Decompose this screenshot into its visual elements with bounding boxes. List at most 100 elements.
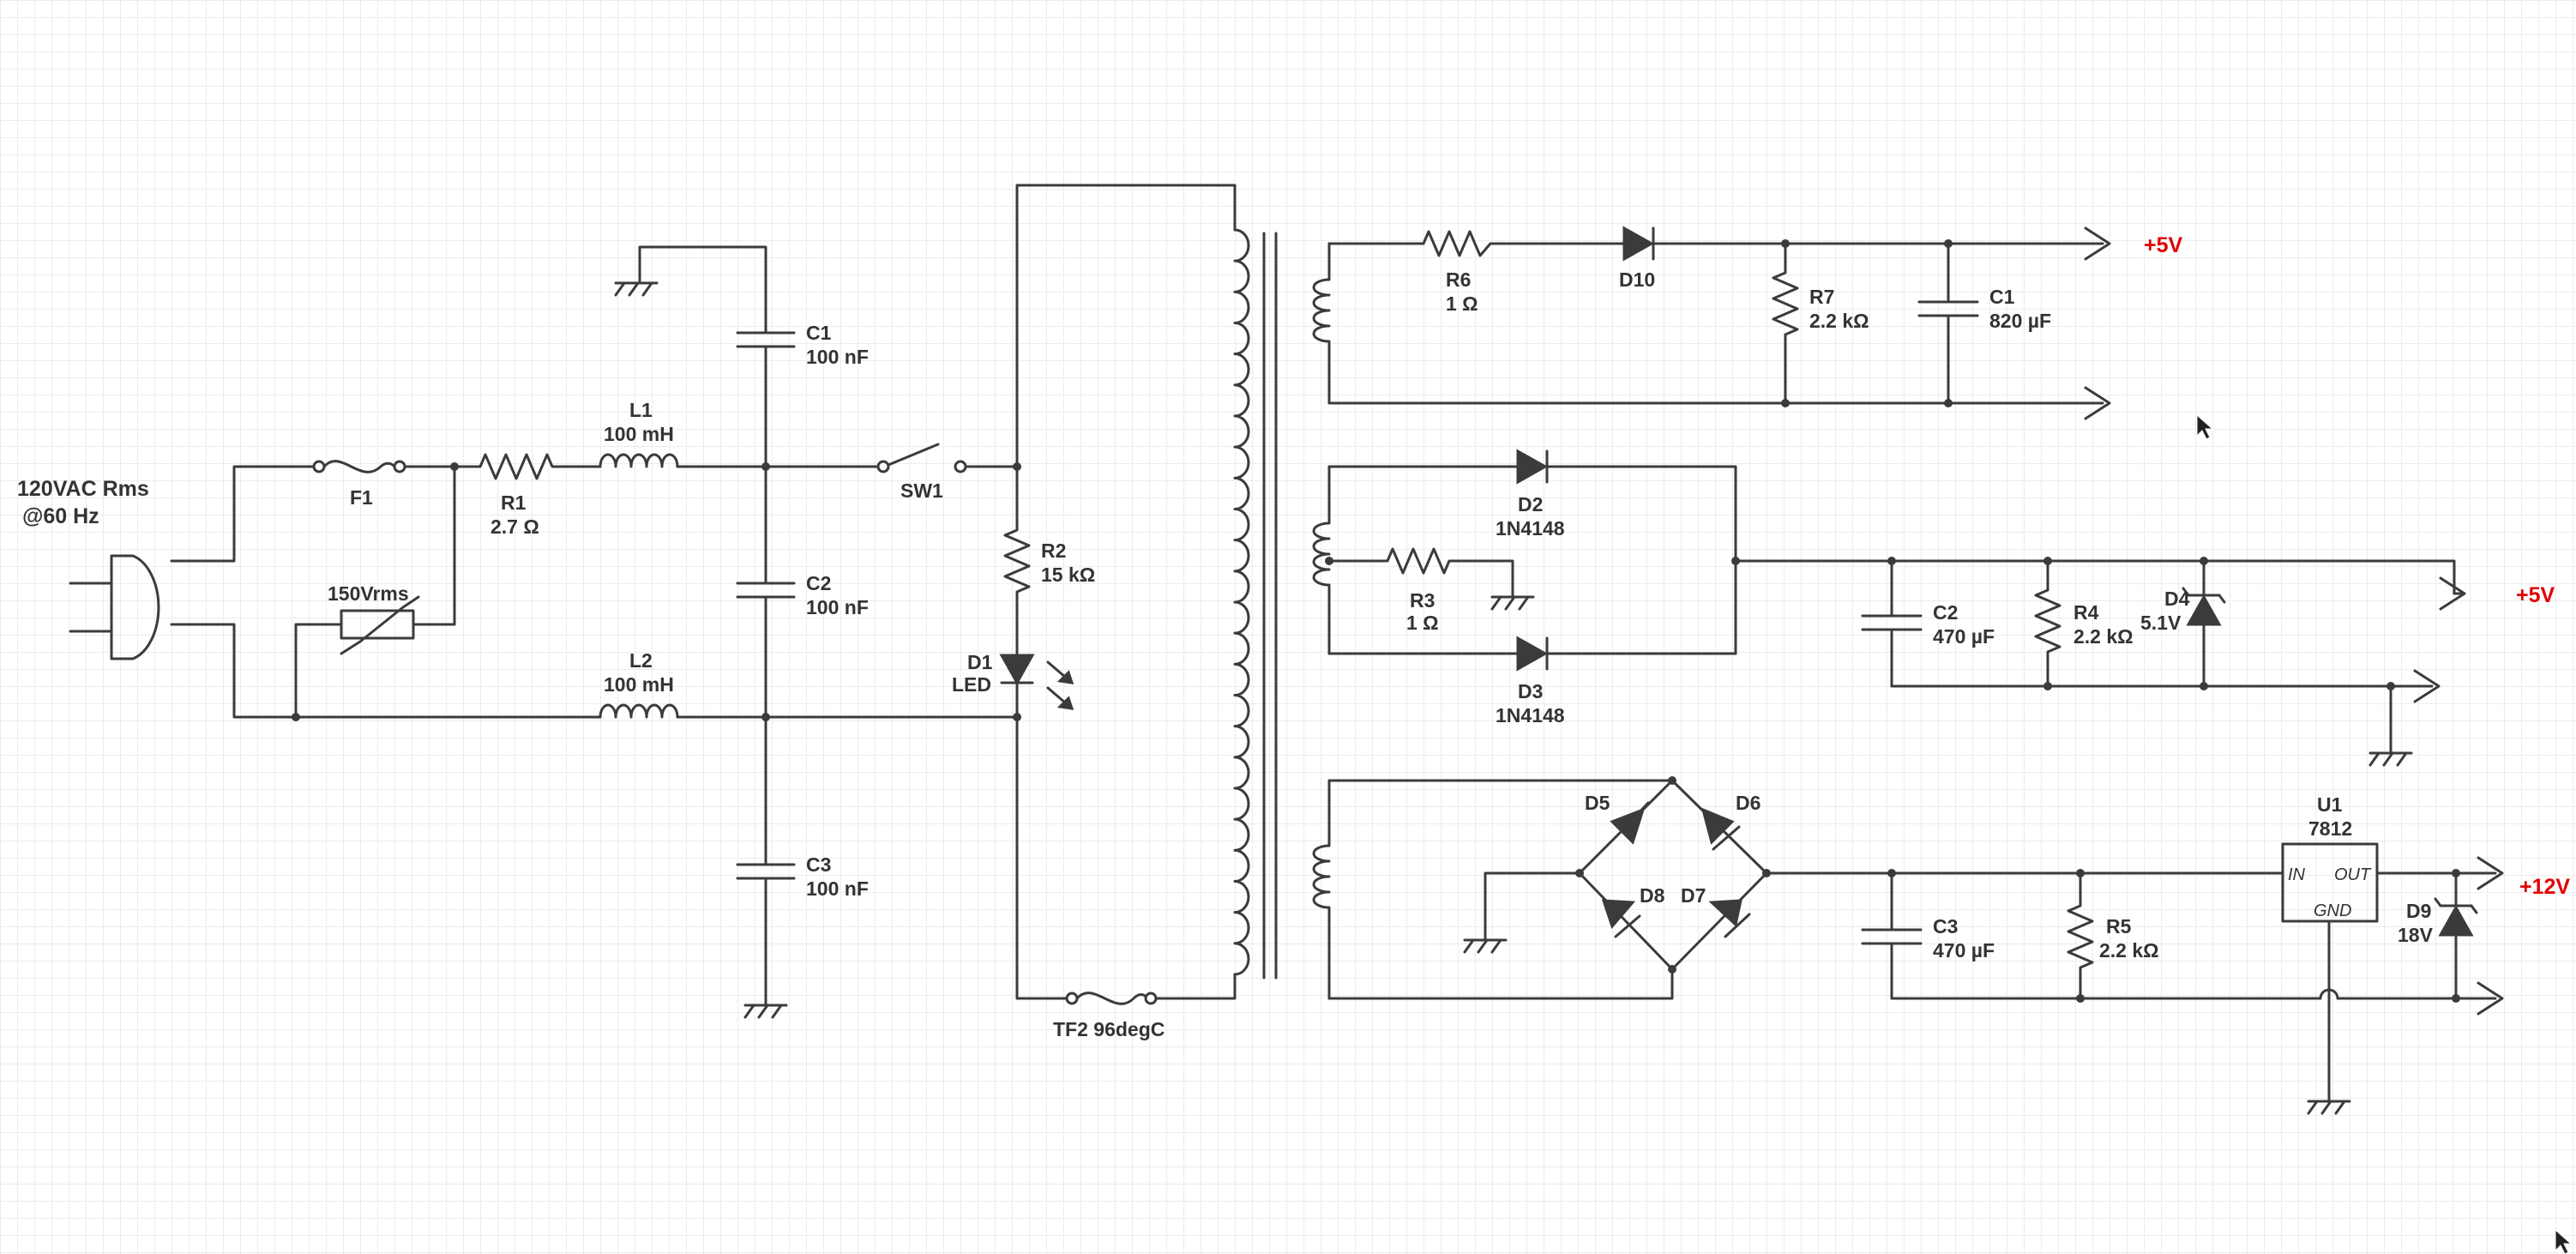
zener-diode-d9[interactable]	[2434, 871, 2478, 1000]
wire-line	[170, 465, 321, 563]
d1-value: LED	[952, 673, 991, 696]
r4-value: 2.2 kΩ	[2073, 625, 2134, 648]
ground-icon	[2307, 1100, 2351, 1115]
wire-return-3	[1890, 988, 2497, 1000]
source-frequency-label: @60 Hz	[22, 504, 99, 528]
wire	[1484, 871, 1581, 940]
d4-value: 5.1V	[2140, 612, 2182, 634]
diode-d3[interactable]	[1516, 636, 1737, 672]
inductor-l1[interactable]	[599, 453, 767, 468]
wire	[1327, 968, 1674, 1000]
transformer-primary-winding[interactable]	[1233, 228, 1250, 976]
d3-value: 1N4148	[1496, 704, 1565, 726]
tf2-label: TF2 96degC	[1053, 1018, 1165, 1040]
sw1-label: SW1	[900, 479, 943, 502]
r2-name: R2	[1041, 540, 1066, 562]
inductor-l2[interactable]	[599, 703, 1019, 719]
r6-value: 1 Ω	[1446, 292, 1478, 315]
c3-out-value: 470 µF	[1933, 939, 1995, 962]
fuse-f1[interactable]	[312, 460, 406, 473]
d10-label: D10	[1619, 268, 1655, 291]
resistor-r6[interactable]	[1422, 230, 1626, 257]
resistor-r3[interactable]	[1327, 547, 1514, 597]
c1-in-name: C1	[806, 322, 832, 344]
switch-sw1[interactable]	[876, 443, 1019, 473]
u1-name: U1	[2317, 793, 2343, 816]
r2-value: 15 kΩ	[1041, 564, 1095, 586]
wire-primary-top	[1015, 184, 1237, 468]
capacitor-c2-input[interactable]	[736, 582, 796, 866]
c3-in-value: 100 nF	[806, 877, 869, 900]
junction	[2452, 994, 2460, 1003]
d9-name: D9	[2406, 900, 2431, 922]
varistor-label: 150Vrms	[328, 582, 409, 605]
ground-icon	[1463, 938, 1508, 954]
r6-name: R6	[1446, 268, 1471, 291]
capacitor-c3-input[interactable]	[736, 863, 796, 1007]
d1-name: D1	[967, 651, 993, 673]
r7-name: R7	[1809, 286, 1834, 308]
l1-name: L1	[629, 399, 653, 421]
led-d1[interactable]	[999, 654, 1074, 1000]
capacitor-c1-output[interactable]	[1917, 242, 1979, 405]
ground-icon	[614, 281, 659, 297]
u1-value: 7812	[2308, 817, 2352, 840]
ground-icon	[1490, 595, 1535, 611]
c1-in-value: 100 nF	[806, 346, 869, 368]
capacitor-c3-output[interactable]	[1861, 871, 1923, 1000]
diode-d2[interactable]	[1516, 449, 1737, 655]
secondary-winding-3[interactable]	[1312, 779, 1331, 1000]
u1-pin-out: OUT	[2334, 865, 2372, 884]
varistor-150vrms[interactable]	[294, 465, 456, 719]
wire-c1-top	[638, 245, 767, 335]
ground-icon	[743, 1004, 788, 1019]
junction	[2076, 994, 2085, 1003]
r5-name: R5	[2106, 915, 2132, 937]
wire-neutral	[170, 623, 602, 719]
output-label-5v-2: +5V	[2516, 583, 2555, 607]
mouse-cursor-icon	[2555, 1228, 2573, 1254]
secondary-winding-1[interactable]	[1312, 242, 1331, 405]
d2-value: 1N4148	[1496, 517, 1565, 540]
diode-d10[interactable]	[1622, 226, 2104, 262]
output-label-5v-1: +5V	[2144, 233, 2183, 257]
junction	[292, 713, 300, 721]
c1-out-name: C1	[1989, 286, 2015, 308]
c2-out-name: C2	[1933, 601, 1958, 624]
r1-value: 2.7 Ω	[491, 515, 539, 538]
zener-diode-d4[interactable]	[2182, 559, 2226, 688]
d4-name: D4	[2164, 588, 2190, 610]
mouse-cursor-icon	[2196, 413, 2214, 440]
d8-label: D8	[1640, 884, 1665, 907]
resistor-r1[interactable]	[453, 453, 602, 480]
junction	[1944, 399, 1953, 407]
resistor-r2[interactable]	[1003, 465, 1031, 657]
d5-label: D5	[1585, 792, 1610, 814]
r3-name: R3	[1410, 589, 1435, 612]
thermal-fuse-tf2[interactable]	[1065, 973, 1237, 1005]
d3-name: D3	[1518, 680, 1543, 702]
l1-value: 100 mH	[604, 423, 674, 445]
secondary-winding-2[interactable]	[1312, 465, 1331, 655]
capacitor-c2-output[interactable]	[1861, 559, 1923, 688]
junction	[1668, 776, 1676, 785]
d9-value: 18V	[2398, 924, 2434, 946]
resistor-r5[interactable]	[2067, 871, 2094, 1000]
ground-icon	[2368, 751, 2413, 767]
capacitor-c1-input[interactable]	[736, 331, 796, 585]
output-arrow-icon	[2413, 576, 2466, 703]
u1-pin-in: IN	[2288, 865, 2306, 884]
resistor-r4[interactable]	[2034, 559, 2061, 688]
c2-in-value: 100 nF	[806, 596, 869, 618]
c1-out-value: 820 µF	[1989, 310, 2051, 332]
junction	[1781, 399, 1790, 407]
junction	[2043, 682, 2052, 690]
output-arrow-icon	[2477, 856, 2504, 1016]
c3-in-name: C3	[806, 853, 831, 876]
junction	[1668, 965, 1676, 974]
r5-value: 2.2 kΩ	[2099, 939, 2159, 962]
resistor-r7[interactable]	[1772, 242, 1799, 405]
l2-name: L2	[629, 649, 653, 672]
u1-pin-gnd: GND	[2314, 901, 2351, 920]
